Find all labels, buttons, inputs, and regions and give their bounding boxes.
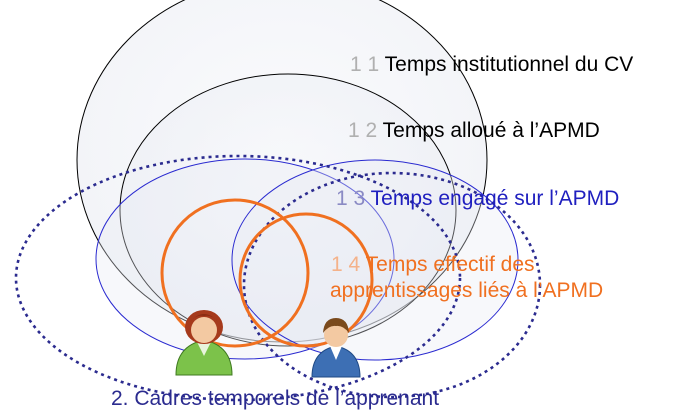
label-effective-time-line2: apprentissages liés à l’APMD: [330, 279, 604, 302]
label-effective-time-line1: 1 4 Temps effectif des: [331, 253, 535, 277]
label-effective-time-text: Temps effectif des: [360, 253, 535, 276]
male-learner-icon: [311, 318, 361, 378]
label-institutional-time-text: Temps institutionnel du CV: [379, 53, 634, 76]
label-institutional-time-number: 1 1: [350, 53, 380, 76]
label-allocated-time-number: 1 2: [348, 119, 378, 142]
female-learner-icon: [175, 310, 233, 376]
label-effective-time-number: 1 4: [331, 253, 361, 276]
label-institutional-time: 1 1 Temps institutionnel du CV: [350, 53, 633, 77]
dashed-frame-right: [242, 171, 542, 399]
label-allocated-time-text: Temps alloué à l’APMD: [377, 119, 600, 142]
label-engaged-time-text: Temps engagé sur l’APMD: [365, 187, 620, 210]
label-engaged-time: 1 3 Temps engagé sur l’APMD: [336, 187, 619, 211]
circle-effective-time-left: [160, 198, 310, 348]
circle-engaged-time-right: [231, 159, 519, 361]
circle-effective-time-right: [238, 212, 374, 348]
label-learner-frames: 2. Cadres temporels de l’apprenant: [111, 387, 440, 410]
dashed-frame-left: [14, 154, 462, 402]
label-engaged-time-number: 1 3: [336, 187, 366, 210]
label-allocated-time: 1 2 Temps alloué à l’APMD: [348, 119, 600, 143]
